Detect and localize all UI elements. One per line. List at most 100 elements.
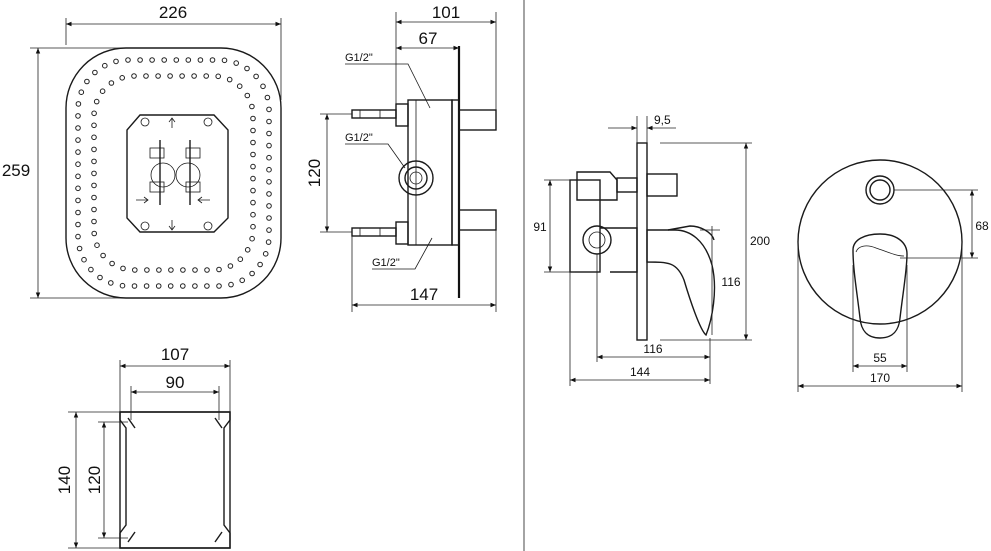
perforation-dot: [75, 125, 81, 131]
perforation-dot: [204, 267, 210, 273]
perforation-dot: [75, 197, 81, 204]
perforation-dot: [266, 130, 272, 137]
label-101: 101: [432, 3, 460, 22]
perforation-dot: [149, 57, 155, 63]
label-thread-mid: G1/2": [345, 132, 373, 144]
lever-side: [646, 229, 716, 337]
perforation-dot: [179, 73, 185, 79]
label-91: 91: [533, 220, 547, 234]
perforation-dot: [250, 199, 256, 206]
perforation-dot: [197, 57, 204, 63]
perforation-dot: [91, 206, 97, 213]
perforation-dot: [260, 83, 266, 90]
plate-outline: [119, 411, 231, 549]
perforation-dot: [227, 263, 234, 269]
perforation-dot: [262, 251, 269, 257]
perforation-dot: [253, 73, 259, 80]
dim-inlet-spacing: 120: [305, 113, 352, 233]
lever-front: [852, 233, 908, 339]
perforation-dot: [113, 58, 119, 65]
perforation-dot: [125, 57, 131, 63]
perforation-dot: [185, 57, 192, 63]
perforation-dot: [91, 218, 97, 225]
perforation-dot: [137, 57, 143, 63]
perforation-dot: [78, 89, 85, 95]
perforation-dot: [180, 267, 186, 273]
label-thread-top: G1/2": [345, 52, 373, 64]
perforation-dot: [155, 73, 161, 79]
rosette-side: [636, 142, 648, 341]
perforation-dot: [266, 106, 272, 113]
perforation-dot: [168, 267, 174, 273]
perforation-dot: [75, 149, 81, 155]
perforation-dot: [239, 277, 245, 284]
perforation-dot: [226, 76, 233, 83]
perforation-dot: [249, 103, 255, 110]
label-116-horizontal: 116: [643, 342, 662, 356]
perforation-dot: [108, 280, 114, 286]
label-170: 170: [870, 371, 890, 385]
perforation-dot: [266, 227, 272, 233]
thread-labels: G1/2" G1/2" G1/2": [345, 52, 433, 270]
perforation-dot: [266, 215, 272, 221]
perforation-dot: [249, 235, 255, 242]
perforation-dot: [75, 137, 81, 143]
cover-front-view: [65, 47, 282, 299]
perforation-dot: [215, 73, 221, 80]
perforation-dot: [237, 256, 244, 263]
perforation-dot: [264, 94, 271, 101]
perforation-dot: [161, 57, 167, 63]
label-120-inlets: 120: [305, 159, 324, 187]
perforation-dot: [84, 78, 90, 85]
perforation-dot: [91, 134, 97, 141]
perforation-dot: [236, 83, 243, 89]
perforation-dot: [100, 252, 106, 259]
perforation-dot: [93, 98, 100, 105]
label-120-plate: 120: [85, 466, 104, 494]
label-226: 226: [159, 3, 187, 22]
perforation-dot: [88, 266, 94, 273]
perforation-dot: [156, 267, 162, 273]
dim-mixer: 9,5 91 200 116 116 144: [533, 113, 770, 386]
perforation-dot: [144, 267, 150, 273]
perforation-dot: [99, 88, 106, 94]
rosette-front: [797, 159, 963, 325]
perforation-dot: [91, 146, 97, 153]
perforation-dot: [155, 283, 162, 289]
perforation-dot: [266, 179, 272, 185]
label-55: 55: [873, 351, 887, 365]
perforation-dot: [265, 239, 272, 245]
perforation-dot: [249, 270, 255, 277]
box-side-view: [351, 46, 497, 298]
perforation-dot: [250, 151, 256, 158]
perforation-dot: [250, 211, 256, 218]
perforation-dot: [244, 65, 250, 72]
perforation-dot: [91, 110, 97, 117]
label-200: 200: [750, 234, 770, 248]
perforation-dot: [216, 266, 222, 273]
perforation-dot: [244, 247, 251, 253]
perforation-dot: [180, 283, 186, 289]
perforation-dot: [167, 283, 174, 289]
perforation-dot: [244, 92, 251, 99]
dim-front: 68 55 170: [797, 189, 989, 392]
perforation-dot: [192, 267, 198, 273]
perforation-dot: [167, 73, 173, 79]
perforation-dot: [75, 233, 81, 240]
perforation-dot: [266, 142, 272, 149]
perforation-dot: [250, 139, 256, 146]
perforation-dot: [81, 256, 87, 263]
label-thread-bottom: G1/2": [372, 257, 400, 269]
perforation-dot: [221, 57, 228, 64]
perforation-dot: [250, 175, 256, 182]
perforation-dot: [91, 122, 97, 129]
perforation-dot: [204, 283, 210, 289]
perforation-dot: [173, 57, 180, 63]
perforation-dot: [75, 113, 81, 119]
perforation-dot: [108, 80, 115, 86]
perforation-dot: [120, 265, 126, 272]
dim-cover-width: 226: [65, 3, 282, 100]
perforation-dot: [92, 69, 98, 76]
perforation-dot: [203, 73, 209, 79]
perforation-dot: [266, 166, 272, 173]
